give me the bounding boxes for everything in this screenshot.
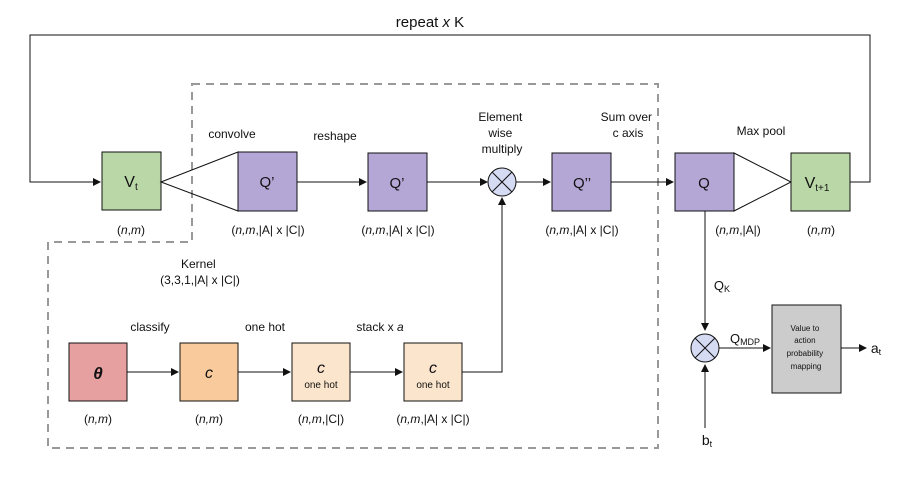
q-dim: (n,m,|A|)	[715, 223, 761, 237]
theta-dim: (n,m)	[84, 412, 112, 426]
mapping-label: Value to action probability mapping	[787, 324, 826, 371]
qmdp-multiply-icon	[690, 333, 720, 363]
at-label: at	[871, 340, 882, 357]
vt-node	[101, 151, 162, 211]
q-double-prime-label: Q’’	[573, 175, 591, 192]
multiply-operator-icon	[487, 167, 517, 197]
c-onehot-sub: one hot	[304, 380, 338, 391]
q-prime-dim-1: (n,m,|A| x |C|)	[231, 223, 304, 237]
classify-label: classify	[130, 320, 169, 334]
theta-node	[68, 342, 128, 402]
qmdp-label: QMDP	[730, 331, 760, 347]
q-node	[674, 152, 735, 212]
theta-label: θ	[93, 364, 103, 383]
q-double-prime-dim: (n,m,|A| x |C|)	[545, 223, 618, 237]
dashed-region	[47, 83, 659, 449]
qk-label: QK	[714, 278, 730, 294]
vt1-dim: (n,m)	[807, 223, 835, 237]
q-prime-label-2: Q’	[390, 175, 405, 192]
c-label: c	[205, 365, 213, 382]
q-double-prime-node	[551, 152, 612, 212]
vt1-label: Vt+1	[805, 175, 830, 194]
q-prime-node-1	[237, 151, 298, 212]
reshape-label: reshape	[313, 129, 357, 143]
mapping-box	[771, 304, 842, 394]
q-prime-label-1: Q’	[260, 174, 275, 191]
c-onehot-label: c	[317, 360, 325, 377]
vt-dim: (n,m)	[117, 223, 145, 237]
maxpool-funnel	[733, 152, 793, 212]
q-prime-dim-2: (n,m,|A| x |C|)	[361, 223, 434, 237]
onehot-label: one hot	[245, 320, 286, 334]
bt-label: bt	[702, 432, 713, 449]
c-onehot-dim: (n,m,|C|)	[298, 412, 344, 426]
kernel-label: Kernel (3,3,1,|A| x |C|)	[160, 257, 240, 287]
q-label: Q	[698, 175, 710, 192]
convolve-label: convolve	[208, 127, 256, 141]
repeat-loop-line	[29, 34, 871, 186]
vt1-node	[790, 152, 851, 212]
stack-to-multiply-arrow	[462, 197, 506, 373]
q-prime-node-2	[367, 152, 428, 212]
stack-label: stack x a	[356, 320, 404, 334]
c-stack-node	[403, 342, 463, 402]
c-stack-dim: (n,m,|A| x |C|)	[396, 412, 469, 426]
vt-label: Vt	[124, 174, 138, 193]
convolve-funnel	[159, 151, 239, 212]
maxpool-label: Max pool	[737, 124, 786, 138]
repeat-loop-label: repeat x K	[396, 14, 464, 31]
c-node	[179, 342, 239, 402]
c-stack-sub: one hot	[416, 380, 450, 391]
c-stack-label: c	[429, 360, 437, 377]
elementwise-label: Element wise multiply	[478, 110, 525, 156]
c-dim: (n,m)	[195, 412, 223, 426]
sum-label: Sum over c axis	[601, 110, 656, 140]
